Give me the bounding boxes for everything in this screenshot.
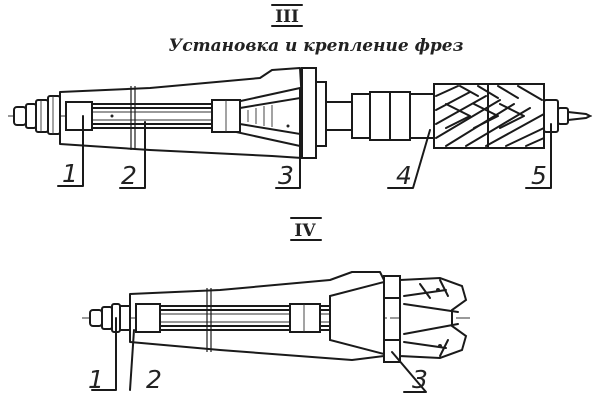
drawbar bbox=[135, 303, 352, 333]
figure-title: Установка и крепление фрез bbox=[169, 36, 464, 56]
spacer-rings bbox=[351, 91, 435, 141]
break-line bbox=[206, 288, 212, 352]
callout-label: 1 bbox=[88, 365, 104, 394]
leader-4 bbox=[387, 129, 431, 189]
drive-key-upper bbox=[383, 275, 401, 299]
spindle-flange bbox=[301, 67, 317, 159]
arbor-taper-shank bbox=[239, 96, 301, 136]
arbor-end-nut bbox=[543, 99, 593, 133]
callouts-top: 1 2 3 4 5 bbox=[57, 115, 552, 190]
leader-5 bbox=[525, 123, 552, 189]
leader-1 bbox=[91, 317, 117, 391]
arbor-collar bbox=[315, 81, 327, 147]
drawbar-nut bbox=[89, 303, 131, 333]
end-mill-holder bbox=[329, 275, 468, 363]
callouts-bottom: 1 2 3 bbox=[88, 317, 428, 394]
section-four-numeral: IV bbox=[294, 221, 316, 241]
leader-3 bbox=[275, 149, 301, 189]
callout-label: 3 bbox=[412, 365, 428, 394]
end-mill-holder-assembly bbox=[82, 271, 470, 363]
drawbar-nut bbox=[13, 95, 61, 135]
callout-label: 3 bbox=[278, 161, 294, 190]
callout-label: 2 bbox=[146, 365, 162, 394]
leader-3 bbox=[391, 351, 427, 393]
callout-label: 5 bbox=[531, 161, 547, 190]
callout-label: 2 bbox=[121, 161, 137, 190]
leader-2 bbox=[119, 121, 146, 189]
callout-label: 1 bbox=[62, 159, 78, 188]
section-three-heading: III bbox=[271, 4, 303, 27]
break-line bbox=[130, 86, 136, 150]
milling-arbor-assembly bbox=[8, 67, 593, 159]
drawbar bbox=[65, 99, 241, 133]
leader-1 bbox=[57, 115, 84, 187]
leader-2 bbox=[129, 329, 135, 391]
section-four-heading: IV bbox=[290, 217, 322, 241]
helical-milling-cutter bbox=[433, 83, 545, 149]
section-three-numeral: III bbox=[275, 7, 299, 27]
callout-label: 4 bbox=[396, 161, 412, 190]
